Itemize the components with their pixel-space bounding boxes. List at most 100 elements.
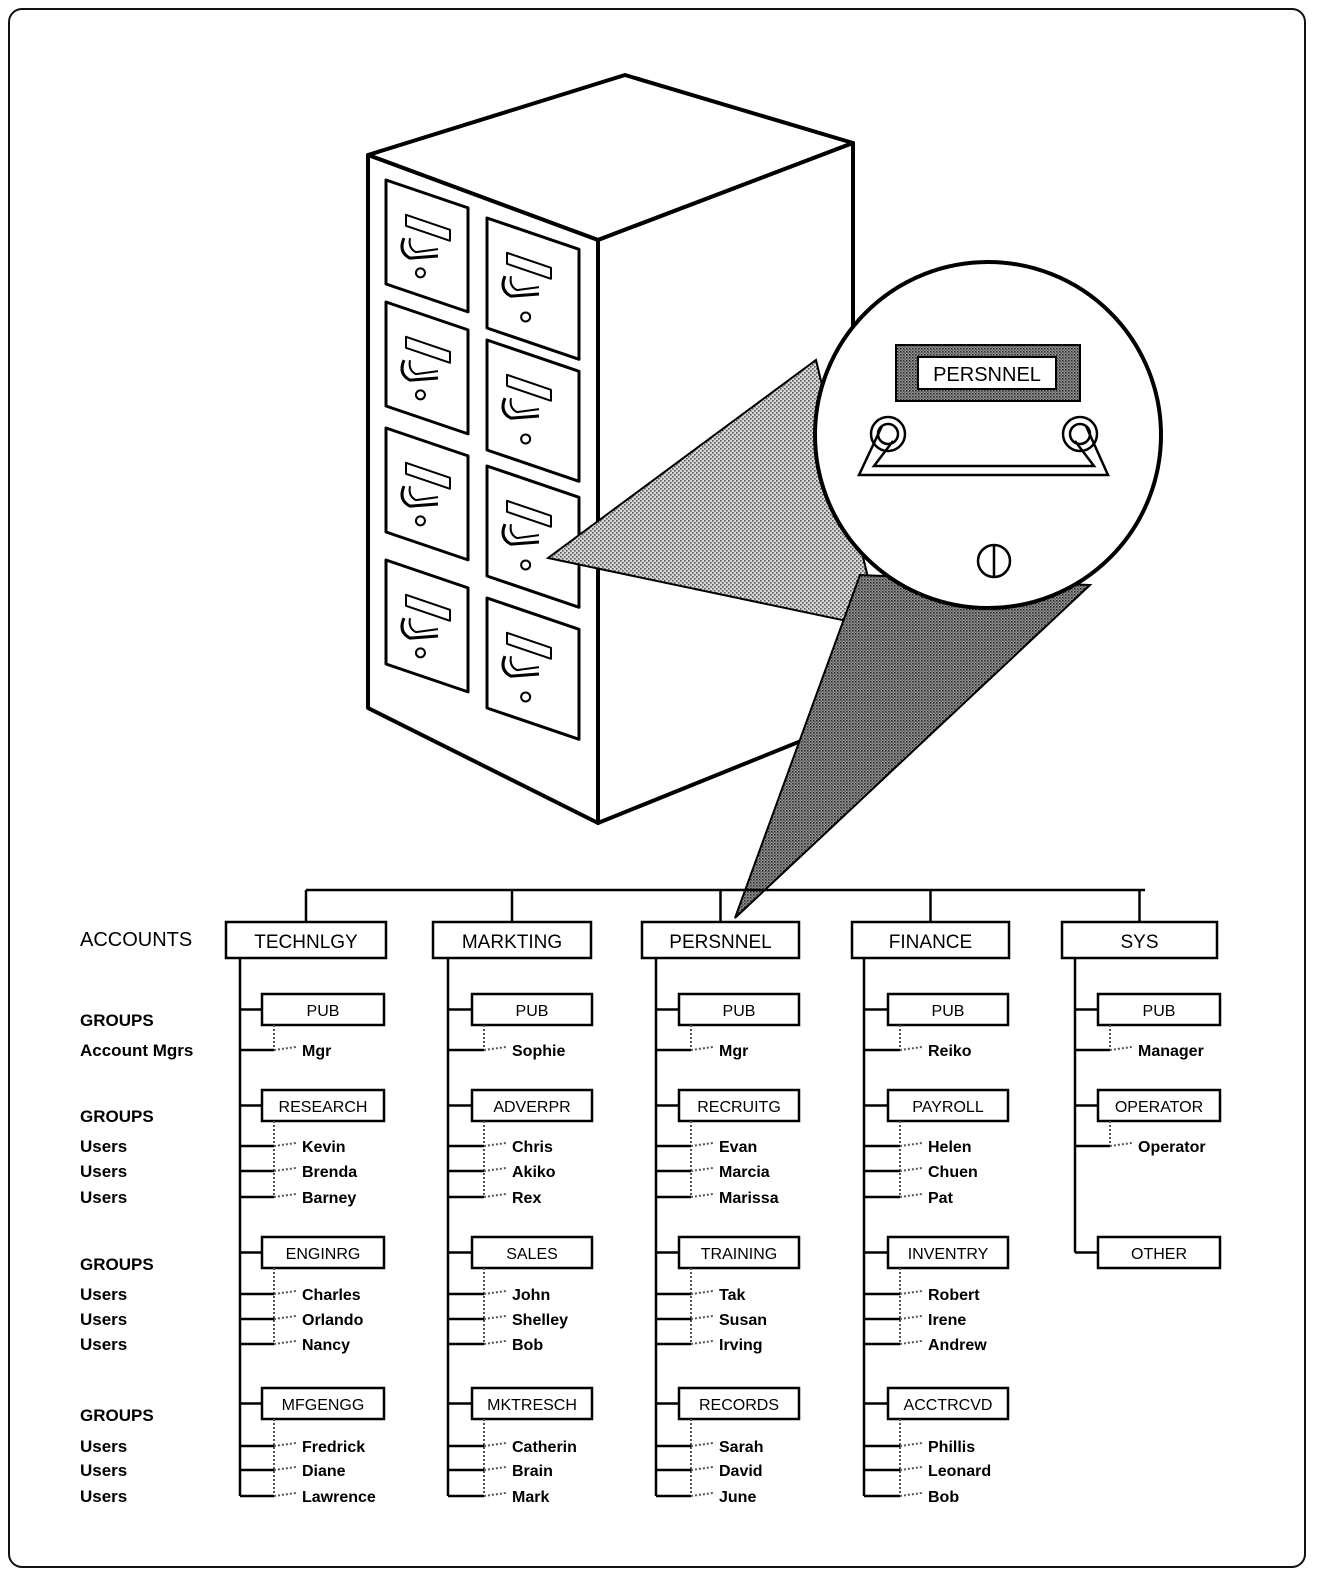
account-name: SYS <box>1120 932 1158 953</box>
users-row-label: Users <box>80 1137 127 1156</box>
users-row-label: Users <box>80 1188 127 1207</box>
user-name: Sarah <box>719 1439 763 1456</box>
user-name: Phillis <box>928 1439 975 1456</box>
user-name: Evan <box>719 1139 757 1156</box>
group-box <box>260 1235 386 1270</box>
users-row-label: Users <box>80 1487 127 1506</box>
groups-row-label: GROUPS <box>80 1406 154 1425</box>
cabinet-drawer <box>485 216 581 361</box>
group-box <box>470 1386 594 1421</box>
drawer-handle <box>857 415 1110 477</box>
cabinet-drawer <box>485 464 581 609</box>
user-name: John <box>512 1287 550 1304</box>
group-box <box>886 1386 1010 1421</box>
account-persnnel: PERSNNELPUBMgrRECRUITGEvanMarciaMarissaT… <box>640 890 801 1506</box>
user-name: Helen <box>928 1139 972 1156</box>
user-name: June <box>719 1489 756 1506</box>
user-name: Fredrick <box>302 1439 365 1456</box>
cabinet-drawers <box>384 178 581 741</box>
user-name: Bob <box>512 1337 543 1354</box>
group-name: PUB <box>307 1003 340 1020</box>
drawer-lock <box>976 543 1012 579</box>
group-name: PUB <box>723 1003 756 1020</box>
user-name: Bob <box>928 1489 959 1506</box>
group-box <box>677 1235 801 1270</box>
account-box <box>640 920 801 960</box>
users-row-label: Account Mgrs <box>80 1041 193 1060</box>
group-name: RECORDS <box>699 1397 779 1414</box>
group-box <box>886 1235 1010 1270</box>
group-name: INVENTRY <box>908 1246 989 1263</box>
group-box <box>677 1386 801 1421</box>
group-name: MKTRESCH <box>487 1397 577 1414</box>
user-name: David <box>719 1463 763 1480</box>
user-name: Akiko <box>512 1164 556 1181</box>
group-box <box>1096 1235 1222 1270</box>
users-row-label: Users <box>80 1285 127 1304</box>
drawer-label-card <box>917 356 1057 390</box>
users-row-label: Users <box>80 1461 127 1480</box>
cabinet-drawer <box>384 300 470 436</box>
account-tree: TECHNLGYPUBMgrRESEARCHKevinBrendaBarneyE… <box>224 888 1222 1506</box>
user-name: Charles <box>302 1287 361 1304</box>
user-name: Susan <box>719 1312 767 1329</box>
user-name: Mark <box>512 1489 549 1506</box>
user-name: Pat <box>928 1190 954 1207</box>
user-name: Diane <box>302 1463 346 1480</box>
cabinet-drawer <box>485 596 581 741</box>
user-name: Andrew <box>928 1337 987 1354</box>
account-box <box>224 920 388 960</box>
user-name: Marissa <box>719 1190 779 1207</box>
group-box <box>260 1386 386 1421</box>
user-name: Shelley <box>512 1312 568 1329</box>
group-name: SALES <box>506 1246 558 1263</box>
user-name: Mgr <box>302 1043 331 1060</box>
account-name: TECHNLGY <box>254 932 358 953</box>
account-markting: MARKTINGPUBSophieADVERPRChrisAkikoRexSAL… <box>431 890 594 1506</box>
account-technlgy: TECHNLGY PUB MgrRESEARCHKevinBrendaBarneyE… <box>224 890 388 1506</box>
account-name: FINANCE <box>889 932 972 953</box>
account-box <box>431 920 593 960</box>
user-name: Chris <box>512 1139 553 1156</box>
group-name: PUB <box>516 1003 549 1020</box>
group-box <box>1096 1088 1222 1123</box>
group-name: ENGINRG <box>286 1246 361 1263</box>
user-name: Orlando <box>302 1312 364 1329</box>
group-box <box>677 1088 801 1123</box>
cabinet-drawer <box>485 338 581 483</box>
group-other: OTHER <box>1075 1235 1222 1270</box>
group-name: MFGENGG <box>282 1397 365 1414</box>
group-pub: PUB Mgr <box>240 992 386 1060</box>
cabinet-drawer <box>384 178 470 314</box>
filing-cabinet <box>366 73 855 825</box>
accounts-row-label: ACCOUNTS <box>80 929 192 951</box>
user-name: Lawrence <box>302 1489 376 1506</box>
groups-row-label: GROUPS <box>80 1107 154 1126</box>
user-name: Reiko <box>928 1043 972 1060</box>
user-name: Manager <box>1138 1043 1204 1060</box>
user-name: Tak <box>719 1287 745 1304</box>
group-box <box>1096 992 1222 1027</box>
user-name: Nancy <box>302 1337 350 1354</box>
account-name: PERSNNEL <box>669 932 771 953</box>
user-name: Leonard <box>928 1463 991 1480</box>
account-box <box>1060 920 1219 960</box>
group-name: PUB <box>1143 1003 1176 1020</box>
account-finance: FINANCE PUBReikoPAYROLLHelenChuenPatINVEN… <box>850 890 1011 1506</box>
cabinet-drawer <box>384 558 470 694</box>
group-box <box>260 992 386 1027</box>
users-row-label: Users <box>80 1310 127 1329</box>
